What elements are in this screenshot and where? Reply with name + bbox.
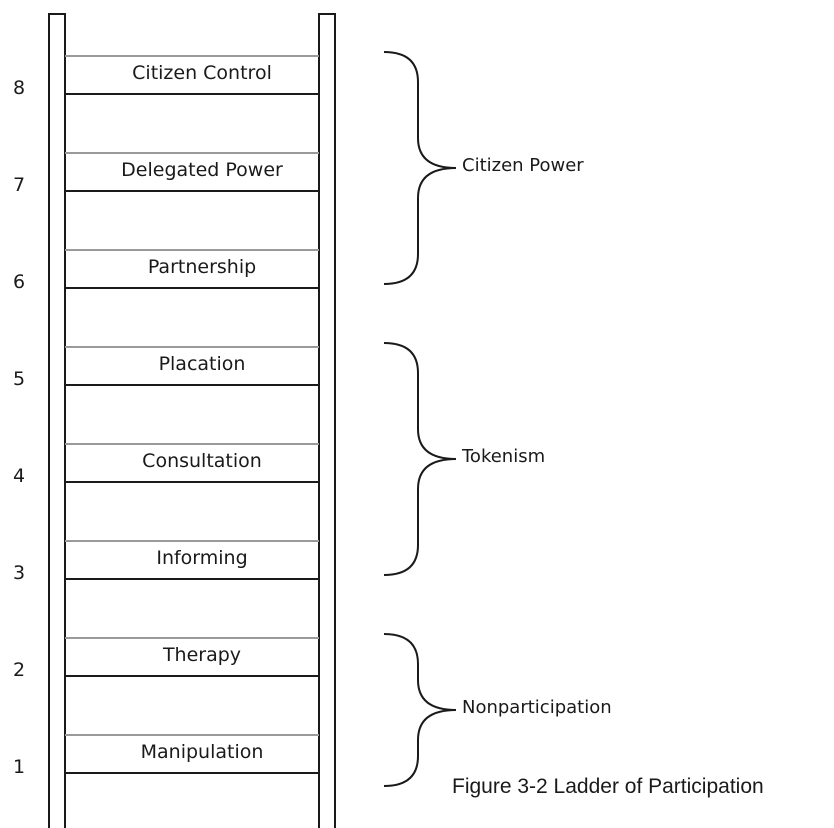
rung-number-4: 4 — [12, 465, 26, 487]
rung-label-2: Therapy — [162, 644, 242, 666]
rung-label-3: Informing — [156, 547, 248, 569]
rung-number-5: 5 — [12, 368, 26, 390]
rung-label-7: Delegated Power — [121, 159, 283, 181]
rung-number-2: 2 — [12, 659, 26, 681]
group-brace-1 — [383, 342, 457, 576]
rung-number-1: 1 — [12, 756, 26, 778]
rung-number-7: 7 — [12, 174, 26, 196]
group-label-1: Tokenism — [462, 446, 546, 467]
rung-label-1: Manipulation — [140, 741, 264, 763]
rung-label-4: Consultation — [142, 450, 262, 472]
group-brace-0 — [383, 51, 457, 285]
ladder-rail-right — [318, 13, 336, 828]
rung-label-8: Citizen Control — [132, 62, 272, 84]
figure-caption: Figure 3-2 Ladder of Participation — [452, 775, 764, 798]
ladder-rail-left — [48, 13, 66, 828]
rung-label-5: Placation — [158, 353, 246, 375]
group-brace-2 — [383, 633, 457, 787]
rung-number-6: 6 — [12, 271, 26, 293]
rung-number-3: 3 — [12, 562, 26, 584]
group-label-2: Nonparticipation — [462, 697, 612, 718]
rung-number-8: 8 — [12, 77, 26, 99]
rung-label-6: Partnership — [147, 256, 257, 278]
group-label-0: Citizen Power — [462, 155, 584, 176]
